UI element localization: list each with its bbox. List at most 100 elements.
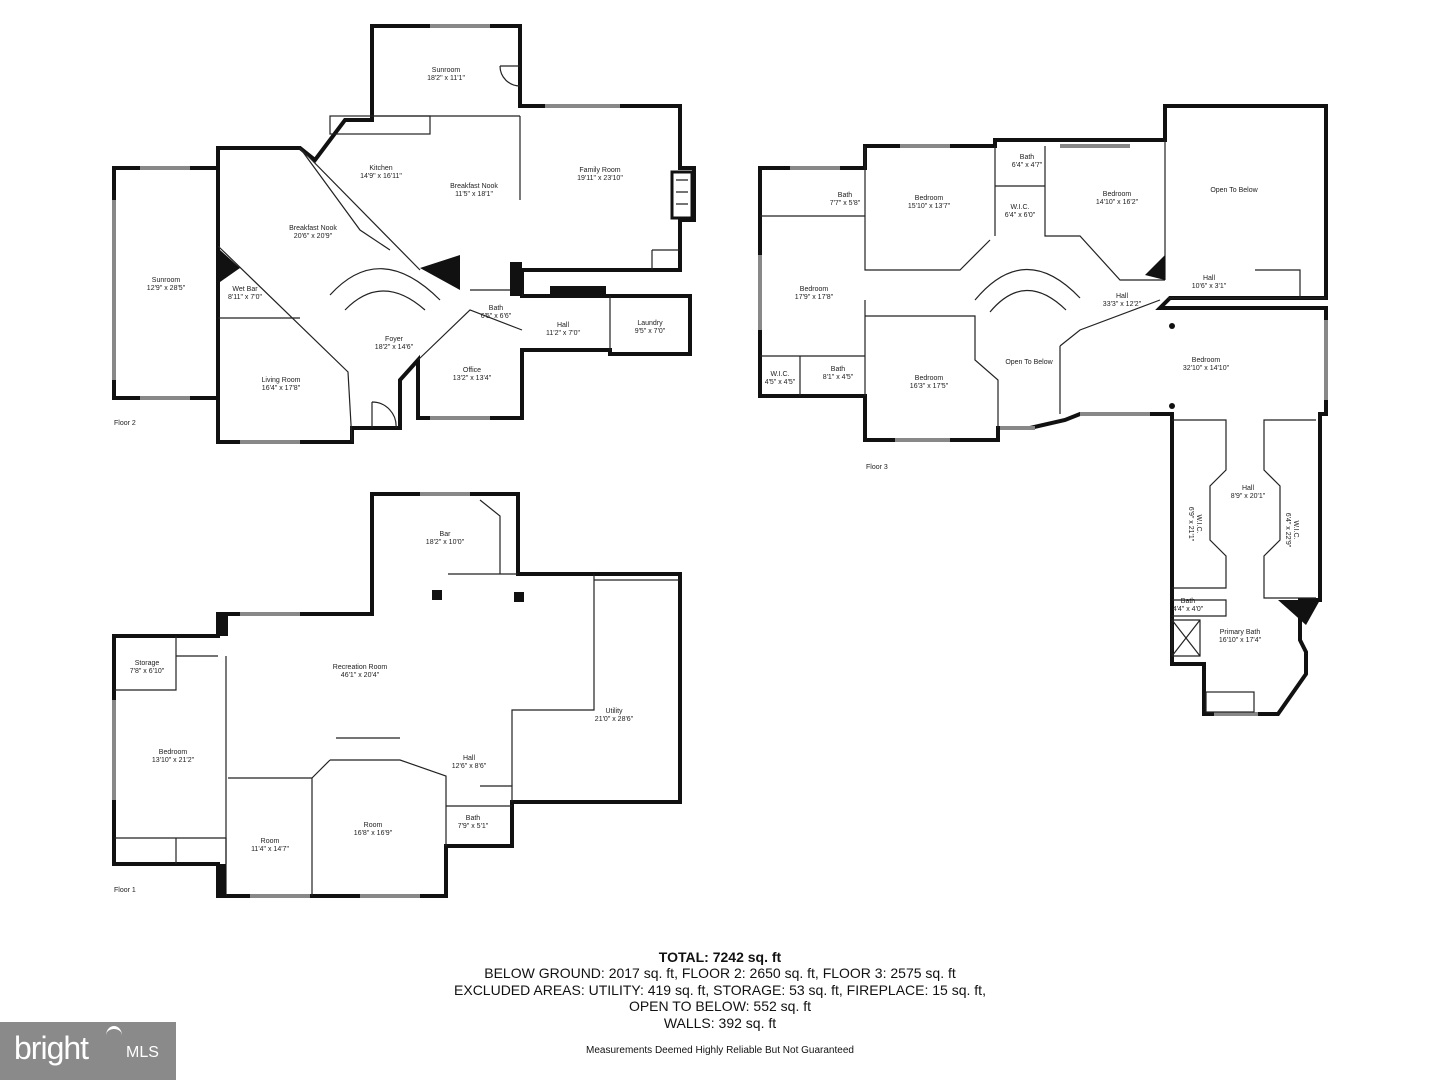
room-name-label: Breakfast Nook: [450, 183, 498, 190]
room-wic-f3-a: W.I.C.6'4" x 6'0": [1005, 204, 1036, 219]
room-name-label: Hall: [1116, 293, 1129, 300]
room-name-label: Primary Bath: [1220, 629, 1261, 636]
room-open-to-below-a: Open To Below: [1210, 187, 1258, 194]
room-name-label: Sunroom: [432, 67, 461, 74]
room-dimensions-label: 11'4" x 14'7": [251, 846, 289, 853]
room-name-label: Open To Below: [1005, 359, 1053, 366]
room-name-label: Bath: [466, 815, 481, 822]
room-name-label: Breakfast Nook: [289, 225, 337, 232]
room-name-label: Bedroom: [159, 749, 188, 756]
room-dimensions-label: 11'5" x 18'1": [455, 191, 493, 198]
room-dimensions-label: 17'9" x 17'8": [795, 294, 834, 301]
area-line-walls: WALLS: 392 sq. ft: [663, 1014, 777, 1031]
room-name-label: Utility: [605, 708, 623, 715]
room-wic-f3-c: W.I.C.6'9" x 21'1": [1187, 507, 1202, 542]
room-name-label: Bedroom: [1103, 191, 1132, 198]
floor-1-plan: Floor 1: [112, 492, 682, 898]
logo-swoosh-icon: [106, 1026, 122, 1045]
room-name-label: W.I.C.: [1010, 204, 1029, 211]
room-name-label: Kitchen: [369, 165, 392, 172]
room-name-label: Room: [261, 838, 280, 845]
disclaimer: Measurements Deemed Highly Reliable But …: [586, 1045, 854, 1056]
room-name-label: Bedroom: [800, 286, 829, 293]
floor-3-plan: Floor 3: [758, 104, 1328, 716]
room-dimensions-label: 21'0" x 28'6": [595, 716, 634, 723]
room-dimensions-label: 11'2" x 7'0": [546, 330, 580, 337]
room-name-label: Bath: [831, 366, 846, 373]
area-line-excluded: EXCLUDED AREAS: UTILITY: 419 sq. ft, STO…: [454, 981, 986, 998]
room-dimensions-label: 12'9" x 28'5": [147, 285, 186, 292]
room-name-label: Bath: [1020, 154, 1035, 161]
floor-2-label: Floor 2: [114, 420, 136, 427]
floor-1-label: Floor 1: [114, 887, 136, 894]
room-dimensions-label: 18'2" x 11'1": [427, 75, 465, 82]
area-line-open-to-below: OPEN TO BELOW: 552 sq. ft: [628, 998, 812, 1014]
room-dimensions-label: 8'9" x 20'1": [1231, 493, 1266, 500]
room-dimensions-label: 12'6" x 8'6": [452, 763, 487, 770]
room-name-label: Storage: [135, 660, 160, 667]
room-dimensions-label: 15'10" x 13'7": [908, 203, 951, 210]
room-dimensions-label: 8'1" x 4'5": [823, 374, 854, 381]
room-name-label: Living Room: [262, 377, 301, 384]
room-name-label: Laundry: [637, 320, 663, 327]
room-name-label: Sunroom: [152, 277, 181, 284]
area-breakdown: BELOW GROUND: 2017 sq. ft, FLOOR 2: 2650…: [0, 965, 1440, 1031]
room-name-label: W.I.C.: [1195, 514, 1202, 533]
room-name-label: Hall: [1203, 275, 1216, 282]
floor-3-label: Floor 3: [866, 464, 888, 471]
total-area: TOTAL: 7242 sq. ft: [658, 949, 782, 965]
room-dimensions-label: 7'9" x 5'1": [458, 823, 489, 830]
room-name-label: Hall: [557, 322, 570, 329]
logo-mls-text: MLS: [126, 1044, 159, 1061]
room-dimensions-label: 32'10" x 14'10": [1183, 365, 1230, 372]
room-name-label: Bedroom: [1192, 357, 1221, 364]
room-name-label: Bar: [440, 531, 452, 538]
room-dimensions-label: 18'2" x 14'6": [375, 344, 414, 351]
room-name-label: Room: [364, 822, 383, 829]
room-dimensions-label: 9'5" x 7'0": [635, 328, 666, 335]
room-dimensions-label: 13'2" x 13'4": [453, 375, 492, 382]
floor-2-plan: Floor 2: [112, 24, 696, 444]
room-dimensions-label: 16'8" x 16'9": [354, 830, 393, 837]
room-name-label: Office: [463, 367, 481, 374]
room-dimensions-label: 6'4" x 4'7": [1012, 162, 1043, 169]
room-name-label: Bath: [1181, 598, 1196, 605]
room-dimensions-label: 7'8" x 6'10": [130, 668, 165, 675]
room-dimensions-label: 16'3" x 17'5": [910, 383, 949, 390]
room-dimensions-label: 6'9" x 21'1": [1187, 507, 1194, 542]
room-name-label: Bath: [489, 305, 504, 312]
room-dimensions-label: 13'10" x 21'2": [152, 757, 195, 764]
room-wic-f3-b: W.I.C.4'5" x 4'5": [765, 371, 796, 386]
room-dimensions-label: 33'3" x 12'2": [1103, 301, 1142, 308]
room-open-to-below-b: Open To Below: [1005, 359, 1053, 366]
room-name-label: W.I.C.: [770, 371, 789, 378]
room-dimensions-label: 7'7" x 5'8": [830, 200, 861, 207]
room-name-label: Bath: [838, 192, 853, 199]
room-dimensions-label: 6'5" x 6'6": [481, 313, 512, 320]
room-name-label: Hall: [463, 755, 476, 762]
room-dimensions-label: 8'11" x 7'0": [228, 294, 262, 301]
area-line-below-ground: BELOW GROUND: 2017 sq. ft, FLOOR 2: 2650…: [484, 965, 956, 981]
room-dimensions-label: 46'1" x 20'4": [341, 672, 380, 679]
room-dimensions-label: 14'10" x 16'2": [1096, 199, 1139, 206]
